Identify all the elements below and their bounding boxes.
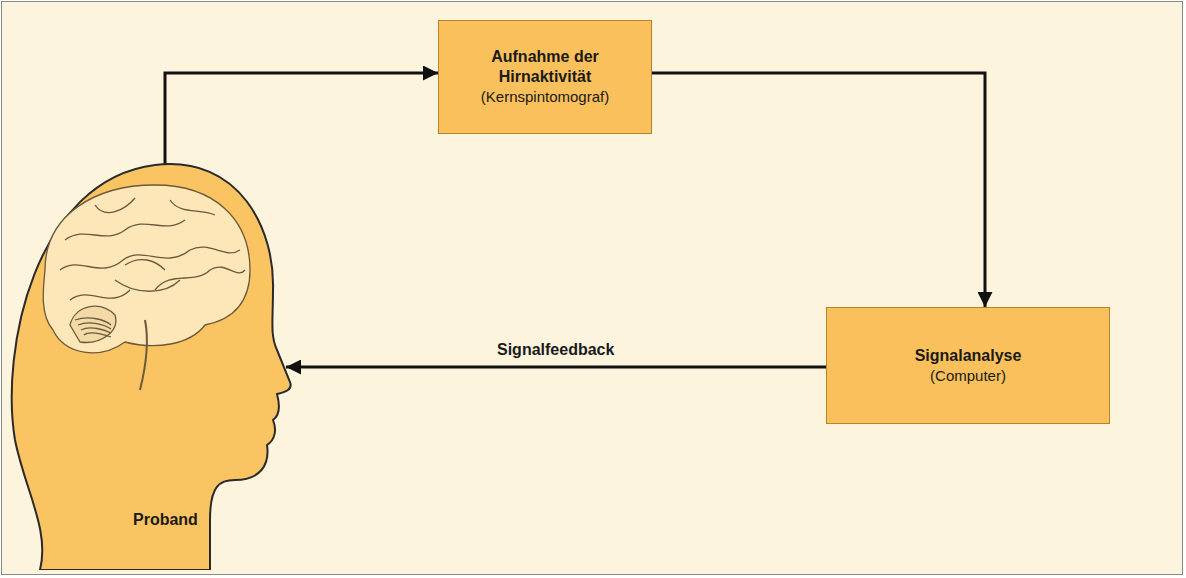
head-outline xyxy=(5,120,295,570)
flow-arrow xyxy=(165,73,438,165)
process-box: Aufnahme der Hirnaktivität(Kernspintomog… xyxy=(438,20,652,134)
brain-drawing xyxy=(43,185,250,390)
flow-arrow xyxy=(652,73,985,307)
node-subtitle: (Kernspintomograf) xyxy=(481,87,609,107)
edge-label: Signalfeedback xyxy=(494,341,617,359)
node-title: Proband xyxy=(133,510,198,530)
node-subtitle: (Computer) xyxy=(930,366,1006,386)
node-title: Aufnahme der Hirnaktivität xyxy=(451,47,639,87)
process-box: Signalanalyse(Computer) xyxy=(826,307,1110,424)
head-figure: Proband xyxy=(5,120,295,570)
node-title: Signalanalyse xyxy=(915,346,1022,366)
flow-arrow xyxy=(286,366,826,369)
